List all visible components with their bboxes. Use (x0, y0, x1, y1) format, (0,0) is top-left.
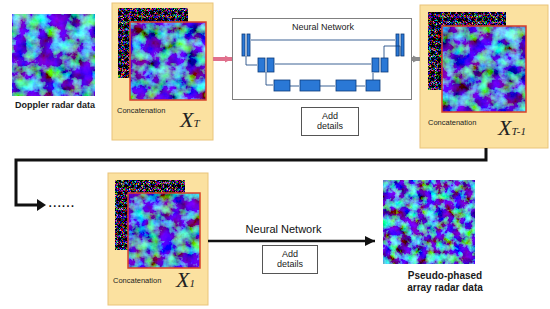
layer-block (258, 58, 265, 72)
down-line (246, 56, 257, 65)
unet-blocks (242, 34, 404, 91)
skip-line (275, 64, 371, 65)
layer-block (366, 80, 380, 91)
layer-block (396, 34, 399, 56)
layer-block (247, 34, 250, 56)
ellipsis-label: ...... (48, 194, 75, 210)
concat-panel: Concatenation XT-1 (420, 5, 548, 148)
up-line (373, 73, 374, 80)
layer-block (381, 58, 388, 72)
box-title: Neural Network (233, 22, 413, 32)
radar-image (128, 193, 200, 268)
radar-image (383, 180, 475, 264)
concat-panel: Concatenation XT (112, 3, 213, 140)
layer-block (242, 34, 245, 56)
process-box: Add details (262, 245, 318, 274)
unet-links (246, 40, 400, 86)
panel-ground (420, 5, 548, 148)
image-caption: Doppler radar data (5, 100, 105, 110)
math-symbol: XT (180, 109, 200, 131)
panel-label: Concatenation (117, 107, 165, 116)
radar-image (12, 14, 95, 96)
skip-line (290, 86, 299, 87)
panel-label: Concatenation (113, 277, 161, 286)
flow-arrow (412, 57, 420, 61)
panel-label: Concatenation (428, 119, 476, 128)
arrow-head (37, 199, 46, 211)
box-label: Add details (313, 111, 347, 132)
math-symbol: XT-1 (498, 117, 526, 139)
image-frame (442, 26, 526, 112)
skip-line (356, 86, 365, 87)
image-caption: Pseudo-phased array radar data (402, 270, 488, 293)
box-label: Add details (273, 249, 307, 270)
layer-block (300, 80, 320, 91)
flow-arrow (208, 240, 375, 243)
down-line (266, 72, 273, 85)
concat-panel: Concatenation X1 (108, 173, 208, 305)
image-frame (128, 193, 200, 268)
skip-line (251, 40, 395, 41)
flow-arrow (213, 57, 232, 61)
image-node: Doppler radar data (5, 12, 105, 116)
layer-block (267, 58, 274, 72)
process-box: Add details (301, 107, 359, 136)
layer-block (336, 80, 356, 91)
layer-block (401, 34, 404, 56)
radar-image (130, 22, 206, 100)
image-node: Pseudo-phased array radar data (375, 178, 515, 304)
panel-ground (108, 173, 208, 305)
math-symbol: X1 (176, 269, 195, 291)
up-line (384, 46, 400, 58)
edge-label: Neural Network (244, 223, 324, 236)
network-box: Neural Network (232, 18, 412, 100)
layer-block (274, 80, 290, 91)
image-frame (130, 22, 206, 100)
panel-ground (112, 3, 213, 140)
skip-line (320, 86, 335, 87)
radar-image (442, 26, 526, 112)
layer-block (372, 58, 379, 72)
